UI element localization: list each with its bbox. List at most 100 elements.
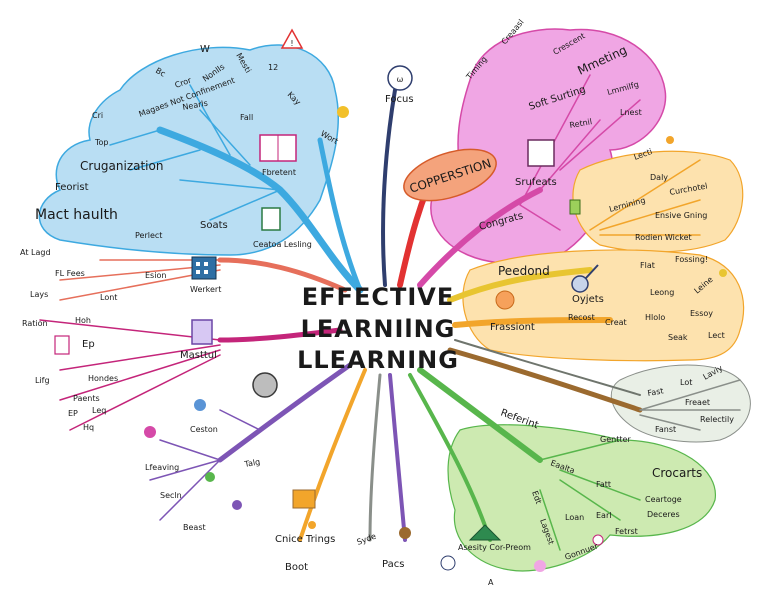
label-fall: Fall bbox=[240, 113, 253, 122]
canvas-icon bbox=[527, 139, 555, 167]
label-hq: Hq bbox=[83, 423, 94, 432]
label-relectily: Relectily bbox=[700, 415, 734, 424]
branch-purple-left bbox=[217, 362, 353, 463]
label-gentter: Gentter bbox=[600, 435, 631, 444]
label-boot: Boot bbox=[285, 562, 308, 573]
document-icon bbox=[191, 319, 213, 345]
label-lect: Lect bbox=[708, 331, 725, 340]
label-lot: Lot bbox=[680, 378, 692, 387]
label-fatt: Fatt bbox=[596, 480, 611, 489]
hands-icon bbox=[495, 290, 515, 310]
label-cruganization: Cruganization bbox=[80, 159, 163, 173]
label-cr: Cri bbox=[92, 111, 103, 120]
branch-green bbox=[417, 367, 543, 463]
label-deceres: Deceres bbox=[647, 510, 680, 519]
label-syde: Syde bbox=[356, 532, 378, 547]
svg-text:!: ! bbox=[290, 39, 293, 48]
notebook-icon bbox=[261, 207, 281, 231]
green-region bbox=[447, 424, 716, 572]
label-bc: Bc bbox=[154, 66, 167, 79]
center-title: EFFECTIVE LEARNIlNG LLEARNING bbox=[297, 283, 458, 374]
label-ration: Ration bbox=[22, 319, 48, 328]
twig-purple bbox=[149, 409, 261, 521]
label-esion: Esion bbox=[145, 271, 166, 280]
label-asesit: Asesity Cor-Preom bbox=[458, 543, 531, 552]
label-ep2: EP bbox=[68, 409, 78, 418]
book-icon bbox=[259, 134, 297, 162]
label-daily: Daly bbox=[650, 173, 668, 182]
label-secln: Secln bbox=[160, 491, 182, 500]
clipboard-icon bbox=[54, 335, 70, 355]
warning-icon: ! bbox=[280, 28, 304, 49]
orange-region-top bbox=[572, 150, 744, 253]
label-fanst: Fanst bbox=[655, 425, 676, 434]
label-soats: Soats bbox=[200, 220, 228, 231]
branch-magenta bbox=[217, 327, 343, 343]
label-talg: Talg bbox=[243, 457, 261, 469]
label-lays: Lays bbox=[30, 290, 48, 299]
label-frassiont: Frassiont bbox=[490, 322, 535, 333]
label-werkert: Werkert bbox=[190, 285, 221, 294]
label-focus: Focus bbox=[385, 94, 414, 105]
twig-orange bbox=[589, 159, 701, 236]
label-beast: Beast bbox=[183, 523, 206, 532]
node-dots bbox=[144, 106, 727, 572]
label-least: Lnest bbox=[620, 108, 642, 117]
label-lfeaving: Lfeaving bbox=[145, 463, 179, 472]
label-lifg: Lifg bbox=[35, 376, 50, 385]
recycle-icon bbox=[569, 199, 581, 215]
label-ceartoge: Ceartoge bbox=[645, 495, 682, 504]
branch-pink bbox=[417, 187, 543, 288]
label-neals: Nearls bbox=[182, 99, 209, 112]
branch-gray bbox=[368, 373, 382, 542]
label-choice: Cnice Trings bbox=[275, 534, 335, 545]
center-line-2: LEARNIlNG bbox=[301, 315, 456, 343]
center-line-1: EFFECTIVE bbox=[302, 283, 454, 311]
building-icon bbox=[191, 256, 217, 280]
label-erasive: Ensive Gning bbox=[655, 211, 707, 220]
label-retail: Retnil bbox=[569, 117, 593, 130]
grinder-icon bbox=[252, 372, 278, 398]
label-loan: Loan bbox=[565, 513, 584, 522]
label-crocarts: Crocarts bbox=[652, 466, 702, 480]
key-icon bbox=[571, 264, 599, 293]
label-earl: Earl bbox=[596, 511, 611, 520]
label-hoh: Hoh bbox=[75, 316, 91, 325]
branch-blue-2 bbox=[317, 137, 363, 293]
gray-region bbox=[610, 364, 751, 443]
branch-green-2 bbox=[408, 373, 492, 542]
label-ep: Ep bbox=[82, 339, 95, 350]
label-feorist: Feorist bbox=[55, 182, 89, 193]
label-ceatoa: Ceatoa Lesling bbox=[253, 240, 312, 249]
label-num12: 12 bbox=[268, 63, 278, 72]
branch-salmon bbox=[217, 257, 348, 293]
label-fetrst: Fetrst bbox=[615, 527, 638, 536]
label-pacs: Pacs bbox=[382, 559, 404, 570]
twig-pink bbox=[519, 74, 641, 231]
labels: Focus Srufeats Congrats Timing Creaasl C… bbox=[20, 18, 734, 587]
branch-yellow bbox=[447, 267, 593, 303]
label-lont: Lont bbox=[100, 293, 117, 302]
label-top: Top bbox=[94, 138, 109, 147]
label-a: A bbox=[488, 578, 494, 587]
branch-navy bbox=[381, 88, 397, 287]
branch-purple bbox=[388, 373, 407, 542]
label-fl-fees: FL Fees bbox=[55, 269, 85, 278]
branch-orange bbox=[452, 317, 613, 328]
label-peedond: Peedond bbox=[498, 264, 550, 278]
label-edt: Edt bbox=[530, 490, 543, 506]
label-seak: Seak bbox=[668, 333, 688, 342]
label-essoy: Essoy bbox=[690, 309, 713, 318]
blue-region bbox=[38, 44, 339, 256]
label-at-lagd: At Lagd bbox=[20, 248, 51, 257]
label-fbretent: Fbretent bbox=[262, 168, 296, 177]
label-mastful: Masttul bbox=[180, 350, 217, 361]
label-w: W bbox=[200, 44, 210, 55]
label-fast: Fast bbox=[647, 386, 664, 398]
label-mact-health: Mact haulth bbox=[35, 207, 118, 223]
label-hlolo: Hlolo bbox=[645, 313, 665, 322]
label-recost: Recost bbox=[568, 313, 595, 322]
label-creat: Creat bbox=[605, 318, 627, 327]
person-icon bbox=[292, 489, 316, 509]
